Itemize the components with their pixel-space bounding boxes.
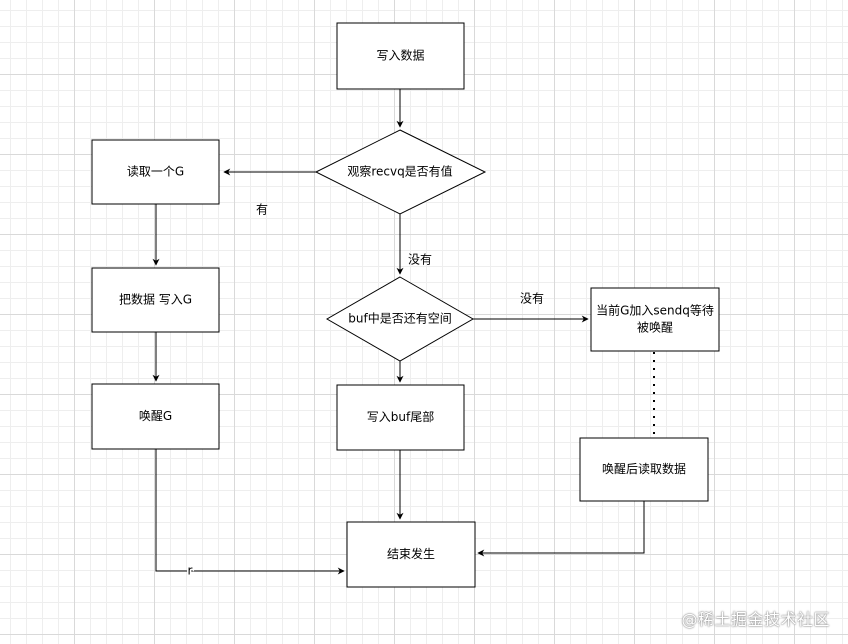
node-read-g: 读取一个G: [91, 139, 220, 205]
node-wake-g-label: 唤醒G: [139, 409, 172, 423]
node-check-recvq: 观察recvq是否有值: [314, 129, 487, 215]
node-write-buf-tail-label: 写入buf尾部: [367, 409, 434, 424]
node-write-buf-tail: 写入buf尾部: [336, 384, 465, 451]
watermark: @稀土掘金技术社区: [681, 610, 830, 629]
edge-wake-to-end: [155, 449, 345, 575]
node-read-after-wake: 唤醒后读取数据: [579, 437, 709, 502]
node-put-data-to-g-label: 把数据 写入G: [119, 292, 192, 307]
node-join-sendq-label-line1: 当前G加入sendq等待: [596, 303, 714, 318]
node-join-sendq: 当前G加入sendq等待 被唤醒: [590, 287, 720, 352]
node-end: 结束发生: [346, 521, 476, 588]
node-buf-has-space: buf中是否还有空间: [325, 276, 475, 362]
edge-label-r: r: [188, 564, 193, 578]
node-join-sendq-label-line2: 被唤醒: [637, 321, 673, 335]
edge-label-has: 有: [256, 203, 268, 217]
node-read-g-label: 读取一个G: [127, 165, 184, 179]
node-read-after-wake-label: 唤醒后读取数据: [602, 461, 686, 476]
node-buf-has-space-label: buf中是否还有空间: [348, 311, 451, 326]
node-write-data: 写入数据: [336, 22, 465, 90]
edges: [152, 89, 655, 575]
edge-read-after-wake-to-end: [477, 501, 645, 557]
edge-label-none-1: 没有: [408, 252, 432, 267]
edge-label-none-2: 没有: [520, 291, 544, 306]
node-put-data-to-g: 把数据 写入G: [91, 267, 220, 333]
node-wake-g: 唤醒G: [91, 383, 220, 450]
node-write-data-label: 写入数据: [376, 48, 424, 63]
node-check-recvq-label: 观察recvq是否有值: [347, 164, 452, 179]
node-end-label: 结束发生: [387, 546, 435, 561]
